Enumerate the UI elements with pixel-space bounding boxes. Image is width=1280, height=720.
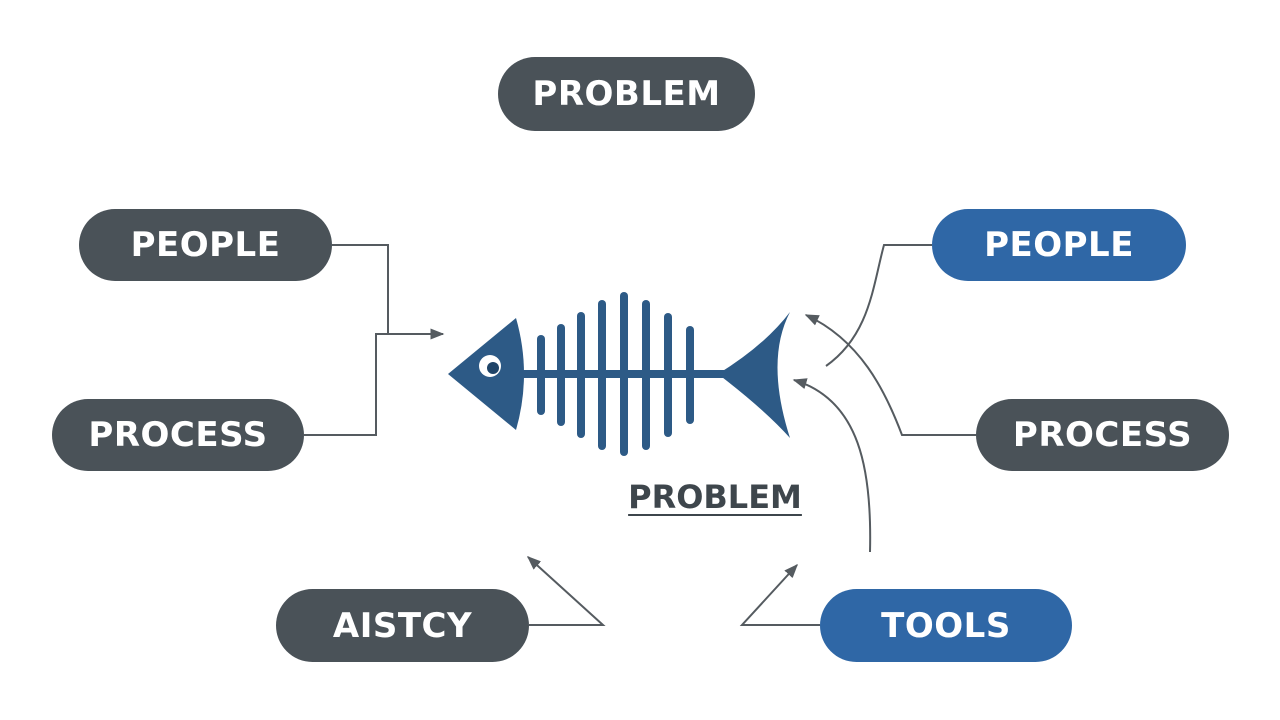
fish-pupil xyxy=(487,362,499,374)
connector-tools xyxy=(739,563,820,626)
connector-people-left xyxy=(332,244,445,340)
people-right-label: PEOPLE xyxy=(984,225,1134,265)
connector-aistcy xyxy=(526,556,606,626)
people-left-pill: PEOPLE xyxy=(79,209,332,281)
tools-label: TOOLS xyxy=(881,605,1011,646)
fishbone-icon xyxy=(448,292,790,456)
tools-pill: TOOLS xyxy=(820,589,1072,662)
process-right-pill: PROCESS xyxy=(976,399,1229,471)
connector-process-left xyxy=(304,333,390,436)
problem-title-label: PROBLEM xyxy=(532,74,721,114)
center-problem-label: PROBLEM xyxy=(628,478,802,516)
fish-ribs xyxy=(537,292,694,456)
process-left-label: PROCESS xyxy=(88,415,268,455)
process-left-pill: PROCESS xyxy=(52,399,304,471)
people-right-pill: PEOPLE xyxy=(932,209,1186,281)
aistcy-label: AISTCY xyxy=(332,605,473,646)
connector-people-right xyxy=(825,244,932,367)
problem-title-pill: PROBLEM xyxy=(498,57,755,131)
people-left-label: PEOPLE xyxy=(130,225,281,265)
connector-tools-right xyxy=(792,378,872,553)
connector-process-right xyxy=(804,314,976,436)
aistcy-pill: AISTCY xyxy=(276,589,529,662)
process-right-label: PROCESS xyxy=(1012,415,1193,455)
fish-tail xyxy=(718,312,790,438)
